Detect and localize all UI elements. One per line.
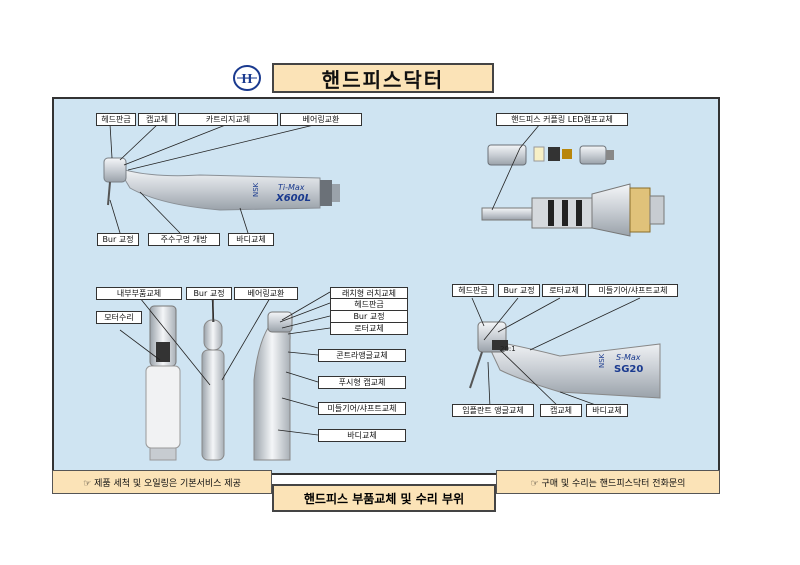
label-bearing-replace-2: 베어링교환 (234, 287, 298, 300)
label-bur-fix-2: Bur 교정 (186, 287, 232, 300)
label-bur-fix: Bur 교정 (97, 233, 139, 246)
label-internal-parts: 내부부품교체 (96, 287, 182, 300)
label-rotor-replace: 로터교체 (330, 322, 408, 335)
footer-title: 핸드피스 부품교체 및 수리 부위 (272, 484, 496, 512)
label-cap-replace: 캡교체 (138, 113, 176, 126)
label-coupling-led: 핸드피스 커플링 LED램프교체 (496, 113, 628, 126)
label-rotor-replace-2: 로터교체 (542, 284, 586, 297)
svg-text:H: H (242, 72, 253, 87)
product-brand-text: Ti-Max (278, 183, 305, 192)
label-middle-gear-2: 미들기어/샤프트교체 (588, 284, 678, 297)
label-head-repair-3: 헤드판금 (452, 284, 494, 297)
label-bur-fix-4: Bur 교정 (498, 284, 540, 297)
label-bearing-replace: 베어링교환 (280, 113, 362, 126)
label-water-hole: 주수구멍 개방 (148, 233, 220, 246)
leader-lines-4 (471, 297, 641, 409)
page-title: 핸드피스닥터 (272, 63, 494, 93)
leader-lines-3 (119, 291, 331, 436)
label-middle-gear: 미들기어/샤프트교체 (318, 402, 406, 415)
product-model-text: X600L (275, 193, 311, 204)
ratio-text: 20:1 (500, 345, 516, 353)
leader-lines-1 (109, 123, 319, 234)
label-head-repair: 헤드판금 (96, 113, 136, 126)
contra-angle-handpiece (253, 311, 293, 461)
leader-lines-2 (491, 123, 541, 211)
straight-handpiece (201, 300, 225, 461)
label-cartridge-replace: 카트리지교체 (178, 113, 278, 126)
label-body-replace: 바디교체 (228, 233, 274, 246)
note-contact: ☞ 구매 및 수리는 핸드피스닥터 전화문의 (496, 470, 720, 494)
label-cap-replace-2: 캡교체 (540, 404, 582, 417)
product-maker-text-2: NSK (598, 353, 606, 368)
product-maker-text: NSK (252, 182, 260, 197)
motor-unit (145, 305, 181, 461)
label-body-replace-2: 바디교체 (318, 429, 406, 442)
handpiece-sg20: S-Max SG20 NSK 20:1 (469, 321, 661, 399)
coupling-parts (487, 144, 614, 166)
label-push-cap: 푸시형 캡교체 (318, 376, 406, 389)
logo-icon: H (232, 64, 262, 92)
coupling-assembled (481, 183, 665, 237)
label-body-replace-3: 바디교체 (586, 404, 628, 417)
label-motor-repair: 모터수리 (96, 311, 142, 324)
label-implant-angle: 임플란트 앵글교체 (452, 404, 534, 417)
product-brand-text-2: S-Max (616, 353, 641, 362)
note-basic-service: ☞ 제품 세척 및 오일링은 기본서비스 제공 (52, 470, 272, 494)
handpiece-x600l: Ti-Max X600L NSK (103, 157, 340, 211)
product-model-text-2: SG20 (614, 364, 643, 375)
label-contra-angle: 콘트라앵글교체 (318, 349, 406, 362)
